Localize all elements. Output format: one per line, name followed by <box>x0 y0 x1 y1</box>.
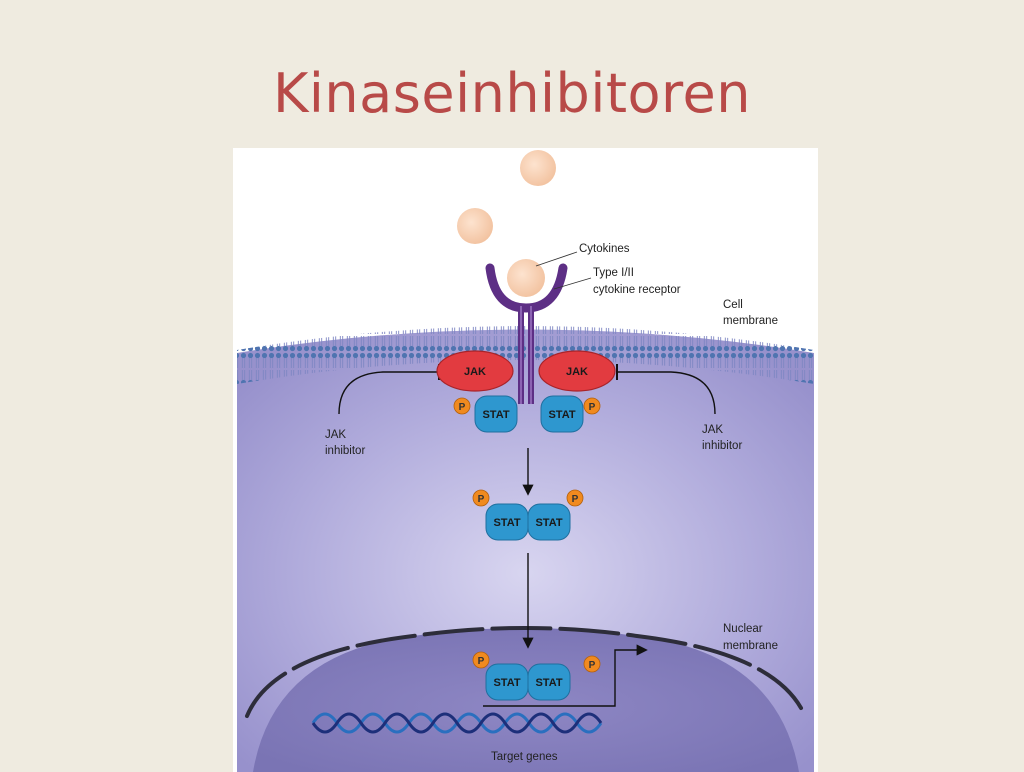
svg-text:STAT: STAT <box>548 409 575 421</box>
label-nuclear-membrane-2: membrane <box>723 640 778 652</box>
label-jak-inhibitor-left-1: JAK <box>325 429 346 441</box>
svg-text:P: P <box>459 402 466 413</box>
svg-text:STAT: STAT <box>535 517 562 529</box>
svg-text:P: P <box>478 494 485 505</box>
svg-text:P: P <box>589 402 596 413</box>
label-jak-inhibitor-right-2: inhibitor <box>702 440 742 452</box>
svg-text:STAT: STAT <box>535 677 562 689</box>
stat-protein: STAT <box>540 395 584 433</box>
svg-text:P: P <box>478 656 485 667</box>
svg-text:STAT: STAT <box>482 409 509 421</box>
phospho-group: P <box>566 489 584 507</box>
stat-protein: STAT <box>474 395 518 433</box>
svg-text:STAT: STAT <box>493 677 520 689</box>
svg-text:P: P <box>589 660 596 671</box>
jak-inhibitor-right <box>616 364 716 415</box>
stat-dimer-cytoplasm: STAT STAT <box>485 503 571 541</box>
svg-text:STAT: STAT <box>493 517 520 529</box>
stat-dimer-nucleus: STAT STAT <box>485 663 571 701</box>
label-jak-inhibitor-left-2: inhibitor <box>325 445 365 457</box>
slide-title: Kinaseinhibitoren <box>273 62 751 125</box>
label-receptor-2: cytokine receptor <box>593 284 681 296</box>
cytokine-ball <box>457 208 493 244</box>
label-nuclear-membrane-1: Nuclear <box>723 623 763 635</box>
dna-target-genes <box>311 712 603 734</box>
svg-text:JAK: JAK <box>464 366 486 378</box>
phospho-group: P <box>472 651 490 669</box>
jak-protein-right: JAK <box>538 350 616 392</box>
transcription-arrow <box>483 644 648 707</box>
jak-stat-diagram: JAK JAK STAT P STAT P STAT STAT P P <box>233 148 818 772</box>
phospho-group: P <box>583 655 601 673</box>
nucleus <box>245 626 807 772</box>
label-jak-inhibitor-right-1: JAK <box>702 424 723 436</box>
label-receptor-1: Type I/II <box>593 267 634 279</box>
phospho-group: P <box>472 489 490 507</box>
label-cell-membrane-2: membrane <box>723 315 778 327</box>
svg-text:JAK: JAK <box>566 366 588 378</box>
label-target-genes: Target genes <box>491 751 558 763</box>
nuclear-membrane <box>245 626 807 718</box>
phospho-group: P <box>583 397 601 415</box>
cytokine-ball-bound <box>507 259 545 297</box>
svg-text:P: P <box>572 494 579 505</box>
jak-protein-left: JAK <box>436 350 514 392</box>
cytokine-ball <box>520 150 556 186</box>
label-cell-membrane-1: Cell <box>723 299 743 311</box>
phospho-group: P <box>453 397 471 415</box>
label-cytokines: Cytokines <box>579 243 630 255</box>
